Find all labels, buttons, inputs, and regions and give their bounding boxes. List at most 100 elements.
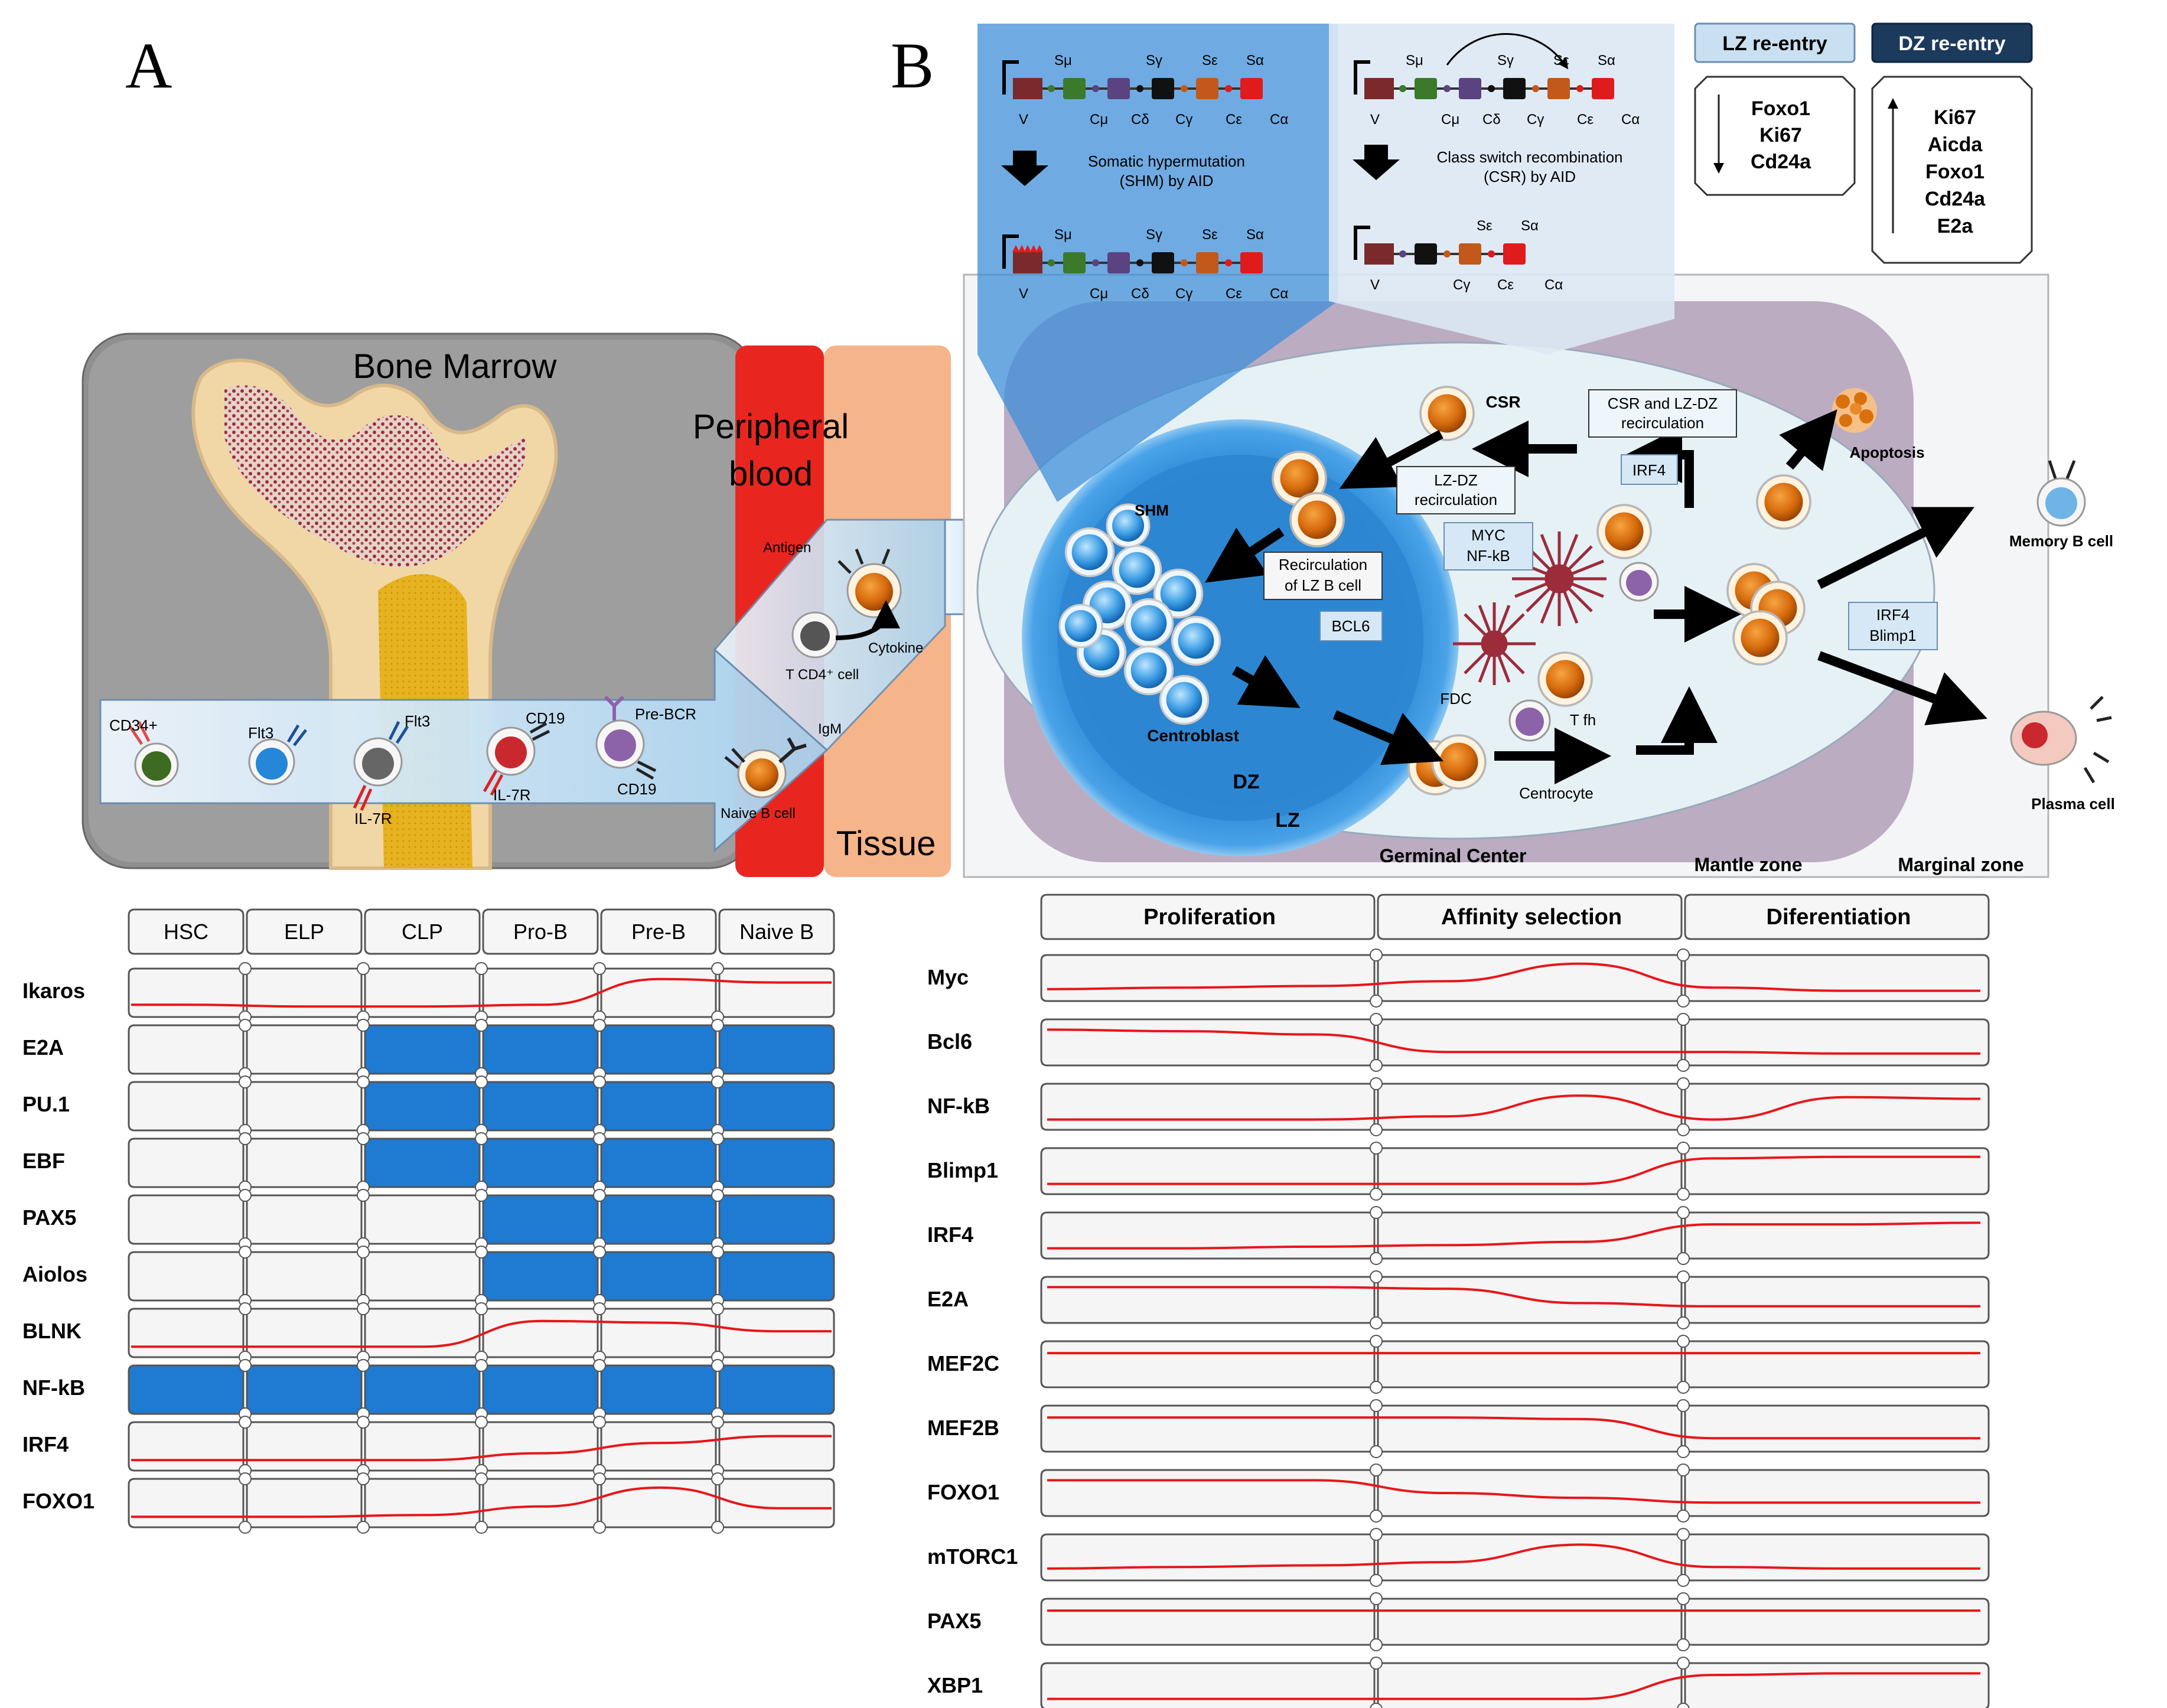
- table-a-cell: [364, 1478, 481, 1528]
- irf4-blimp1-box: [1848, 602, 1938, 650]
- table-a-cell: [482, 1364, 599, 1415]
- constant-segment: [1592, 78, 1614, 99]
- prob-cell: [495, 736, 527, 768]
- switch-label: Sε: [1202, 53, 1218, 69]
- v-label: V: [1019, 112, 1028, 128]
- clp-cell: [362, 748, 394, 780]
- label-memory-b-cell: Memory B cell: [2009, 532, 2113, 550]
- table-a-joint: [239, 1472, 252, 1485]
- table-a-cell: [364, 1421, 481, 1472]
- label-cd19-1: CD19: [526, 709, 565, 727]
- table-b-cell: [1684, 1404, 1990, 1453]
- table-a-cell: [482, 1251, 599, 1302]
- table-a-header-cell: [246, 908, 363, 955]
- table-a-cell: [718, 1308, 835, 1358]
- label-flt3-1: Flt3: [248, 724, 273, 742]
- lz-reentry-item: Foxo1: [1751, 97, 1810, 120]
- table-b-joint: [1677, 1528, 1690, 1541]
- switch-region: [1136, 85, 1143, 92]
- constant-label: Cδ: [1131, 286, 1149, 302]
- constant-segment: [1107, 78, 1130, 99]
- table-a-joint: [711, 962, 724, 975]
- switch-label: Sγ: [1497, 53, 1514, 69]
- constant-segment: [1240, 252, 1263, 273]
- table-b-row-label: mTORC1: [927, 1544, 1018, 1569]
- v-label: V: [1019, 286, 1028, 302]
- table-b-joint: [1370, 1188, 1383, 1201]
- table-a-header-cell: [128, 908, 245, 955]
- constant-segment: [1196, 252, 1218, 273]
- table-a-joint: [593, 1019, 606, 1032]
- development-arrow: [99, 647, 829, 853]
- table-b-joint: [1370, 1592, 1383, 1605]
- table-b-cell: [1377, 1404, 1683, 1453]
- table-a-joint: [475, 1189, 488, 1202]
- shm-label-2: (SHM) by AID: [1120, 172, 1214, 190]
- table-b-joint: [1370, 1077, 1383, 1090]
- table-a-joint: [593, 1359, 606, 1372]
- table-a-cell: [128, 1194, 245, 1245]
- flt3-receptor-2: [388, 721, 409, 744]
- table-a-joint: [593, 1075, 606, 1088]
- table-b-row-label: Blimp1: [927, 1158, 998, 1182]
- table-a-joint: [711, 1416, 724, 1429]
- table-b-joint: [1370, 1510, 1383, 1523]
- table-b-joint: [1370, 1335, 1383, 1348]
- label-csr-box-2: recirculation: [1621, 414, 1704, 432]
- cd19-receptor-1: [529, 722, 550, 741]
- table-b-cell: [1377, 1533, 1683, 1582]
- tissue-label: Tissue: [836, 824, 936, 863]
- table-a-joint: [475, 1075, 488, 1088]
- table-b-joint: [1370, 1463, 1383, 1476]
- table-b-joint: [1677, 1270, 1690, 1283]
- gc-b-cell-3: [1732, 610, 1788, 666]
- table-b-cell: [1040, 1083, 1376, 1131]
- table-a-cell: [718, 1421, 835, 1472]
- constant-label: Cγ: [1453, 277, 1470, 293]
- constant-label: Cα: [1621, 112, 1640, 128]
- label-blimp1: Blimp1: [1869, 627, 1916, 644]
- table-a-joint: [239, 1019, 252, 1032]
- v-label: V: [1370, 277, 1380, 293]
- constant-segment: [1415, 243, 1437, 265]
- memory-bcr: [2048, 460, 2076, 479]
- label-flt3-2: Flt3: [405, 712, 430, 730]
- table-b-cell: [1040, 1340, 1376, 1388]
- table-a-cell: [718, 1194, 835, 1245]
- label-myc: MYC: [1471, 526, 1506, 544]
- table-a-header-cell: [364, 908, 481, 955]
- table-b-joint: [1677, 1638, 1690, 1651]
- label-il7r-2: IL-7R: [493, 786, 531, 804]
- table-b-header: Affinity selection: [1441, 905, 1622, 930]
- table-a-cell: [718, 967, 835, 1018]
- table-b-joint: [1370, 1574, 1383, 1587]
- table-a-joint: [475, 1416, 488, 1429]
- lz-reentry-header: [1694, 22, 1856, 63]
- table-a-joint: [711, 1359, 724, 1372]
- naive-b-cell: [745, 758, 778, 791]
- table-b-cell: [1040, 1147, 1376, 1195]
- table-a-joint: [357, 1416, 370, 1429]
- table-a-cell: [364, 1137, 481, 1188]
- table-a-joint: [239, 1075, 252, 1088]
- table-b-joint: [1370, 1399, 1383, 1412]
- table-a-joint: [711, 1246, 724, 1259]
- flt3-cell: [256, 748, 288, 780]
- table-a-cell: [128, 1137, 245, 1188]
- constant-segment: [1503, 78, 1526, 99]
- switch-label: Sα: [1246, 227, 1264, 243]
- constant-label: Cε: [1226, 112, 1242, 128]
- table-a-row-label: NF-kB: [22, 1375, 85, 1400]
- table-b-cell: [1377, 1340, 1683, 1388]
- switch-region: [1092, 259, 1099, 266]
- table-a-cell: [364, 1194, 481, 1245]
- table-a-joint: [593, 1472, 606, 1485]
- table-a-cell: [600, 1137, 717, 1188]
- naive-receptor: [724, 748, 745, 769]
- table-b-header-cell: [1684, 894, 1990, 940]
- label-irf4: IRF4: [1632, 461, 1666, 479]
- table-a-row-label: E2A: [22, 1035, 64, 1060]
